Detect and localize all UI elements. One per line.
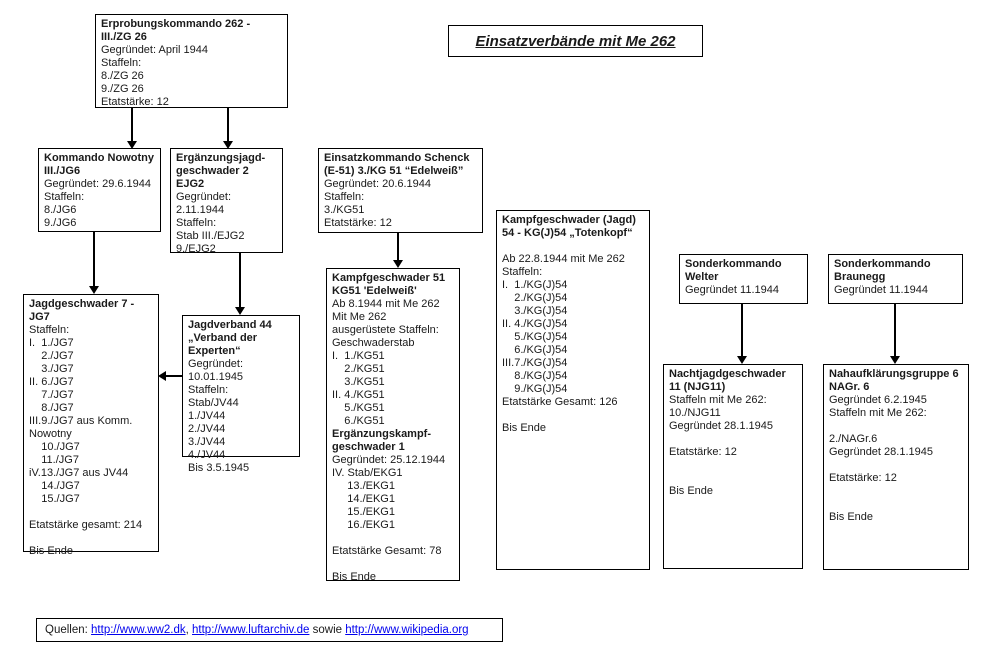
unit-box-erprobungskommando-262: Erprobungskommando 262 - III./ZG 26 Gegr… (95, 14, 288, 108)
unit-title: Kampfgeschwader 51 KG51 'Edelweiß' (332, 272, 446, 297)
unit-box-ejg2: Ergänzungsjagd- geschwader 2 EJG2 Gegrün… (170, 148, 283, 255)
sources-separator: sowie (309, 624, 346, 636)
unit-title: Jagdgeschwader 7 - JG7 (29, 298, 135, 323)
connector-nowotny-jg7 (89, 232, 99, 294)
unit-title: Ergänzungsjagd- geschwader 2 EJG2 (176, 152, 266, 190)
connector-ejg2-jv44 (235, 253, 245, 315)
unit-box-kgj54: Kampfgeschwader (Jagd) 54 - KG(J)54 „Tot… (496, 210, 650, 570)
unit-details: Gegründet 11.1944 (834, 284, 928, 296)
unit-details: Staffeln: I. 1./JG7 2./JG7 3./JG7 II. 6.… (29, 324, 143, 557)
unit-title: Erprobungskommando 262 - III./ZG 26 (101, 18, 251, 43)
unit-details: Ab 8.1944 mit Me 262 Mit Me 262 ausgerüs… (332, 298, 440, 427)
unit-box-njg11: Nachtjagdgeschwader 11 (NJG11) Staffeln … (663, 364, 803, 569)
unit-details: Gegründet: 29.6.1944 Staffeln: 8./JG6 9.… (44, 178, 152, 229)
unit-box-kg51-ekg1: Kampfgeschwader 51 KG51 'Edelweiß' Ab 8.… (326, 268, 460, 583)
page-title: Einsatzverbände mit Me 262 (448, 25, 703, 57)
unit-details: Gegründet: April 1944 Staffeln: 8./ZG 26… (101, 44, 209, 108)
sources-box: Quellen: http://www.ww2.dk, http://www.l… (36, 618, 503, 642)
unit-box-kommando-nowotny: Kommando Nowotny III./JG6 Gegründet: 29.… (38, 148, 161, 232)
unit-title: Einsatzkommando Schenck (E-51) 3./KG 51 … (324, 152, 470, 177)
unit-box-sonderkommando-braunegg: Sonderkommando Braunegg Gegründet 11.194… (828, 254, 963, 304)
unit-box-einsatzkommando-schenck: Einsatzkommando Schenck (E-51) 3./KG 51 … (318, 148, 483, 233)
unit-title: Nahaufklärungsgruppe 6 NAGr. 6 (829, 368, 959, 393)
unit-box-jv44: Jagdverband 44 „Verband der Experten“ Ge… (182, 315, 300, 474)
unit-box-sonderkommando-welter: Sonderkommando Welter Gegründet 11.1944 (679, 254, 808, 304)
sources-separator: , (185, 624, 193, 636)
unit-title: Jagdverband 44 „Verband der Experten“ (188, 319, 272, 357)
unit-details: Gegründet: 2.11.1944 Staffeln: Stab III.… (176, 191, 245, 255)
unit-details: Gegründet: 10.01.1945 Staffeln: Stab/JV4… (188, 358, 250, 474)
unit-details: Ab 22.8.1944 mit Me 262 Staffeln: I. 1./… (502, 253, 625, 434)
unit-details: Gegründet 11.1944 (685, 284, 779, 296)
sources-label: Quellen: (45, 624, 92, 636)
connector-schenck-kg51 (393, 233, 403, 268)
unit-details: Gegründet 6.2.1945 Staffeln mit Me 262: … (829, 394, 933, 523)
connector-welter-njg11 (737, 303, 747, 364)
unit-details: Staffeln mit Me 262: 10./NJG11 Gegründet… (669, 394, 773, 497)
connector-braunegg-nagr6 (890, 303, 900, 364)
unit-title: Sonderkommando Braunegg (834, 258, 931, 283)
unit-details: Gegründet: 20.6.1944 Staffeln: 3./KG51 E… (324, 178, 432, 229)
unit-title: Sonderkommando Welter (685, 258, 782, 283)
source-link-wikipedia[interactable]: http://www.wikipedia.org (345, 624, 469, 636)
unit-box-nagr6: Nahaufklärungsgruppe 6 NAGr. 6 Gegründet… (823, 364, 969, 570)
connector-jv44-jg7 (158, 371, 182, 381)
connector-ek262-nowotny (127, 108, 137, 149)
unit-title: Kampfgeschwader (Jagd) 54 - KG(J)54 „Tot… (502, 214, 636, 239)
connector-ek262-ejg2 (223, 108, 233, 149)
unit-box-jg7: Jagdgeschwader 7 - JG7 Staffeln: I. 1./J… (23, 294, 159, 557)
source-link-ww2dk[interactable]: http://www.ww2.dk (91, 624, 186, 636)
unit-title: Kommando Nowotny III./JG6 (44, 152, 154, 177)
unit-title: Nachtjagdgeschwader 11 (NJG11) (669, 368, 786, 393)
source-link-luftarchiv[interactable]: http://www.luftarchiv.de (192, 624, 310, 636)
unit-details: Gegründet: 25.12.1944 IV. Stab/EKG1 13./… (332, 454, 446, 583)
unit-subtitle: Ergänzungskampf- geschwader 1 (332, 428, 432, 453)
